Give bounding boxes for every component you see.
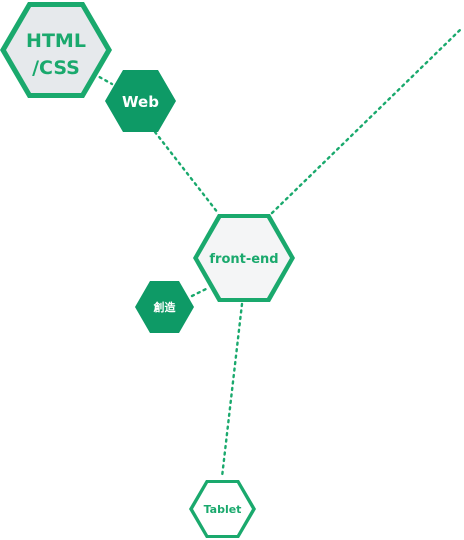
html-css-label-line1: HTML xyxy=(26,30,86,52)
tablet-label: Tablet xyxy=(204,503,242,516)
souzou-label: 創造 xyxy=(153,300,177,314)
web-label: Web xyxy=(122,93,159,111)
connector-frontend-offscreen xyxy=(270,28,462,215)
connector-frontend-tablet xyxy=(220,302,244,479)
html-css-label-line2: /CSS xyxy=(32,57,80,79)
front-end-label: front-end xyxy=(209,252,278,267)
connector-souzou-frontend xyxy=(190,287,208,298)
hex-node-html-css[interactable]: HTML /CSS xyxy=(0,2,112,98)
hex-node-front-end[interactable]: front-end xyxy=(193,214,295,302)
hex-node-web[interactable]: Web xyxy=(105,70,176,132)
hex-node-souzou[interactable]: 創造 xyxy=(135,281,194,333)
hex-node-tablet[interactable]: Tablet xyxy=(189,480,256,538)
connector-web-frontend xyxy=(153,130,220,215)
